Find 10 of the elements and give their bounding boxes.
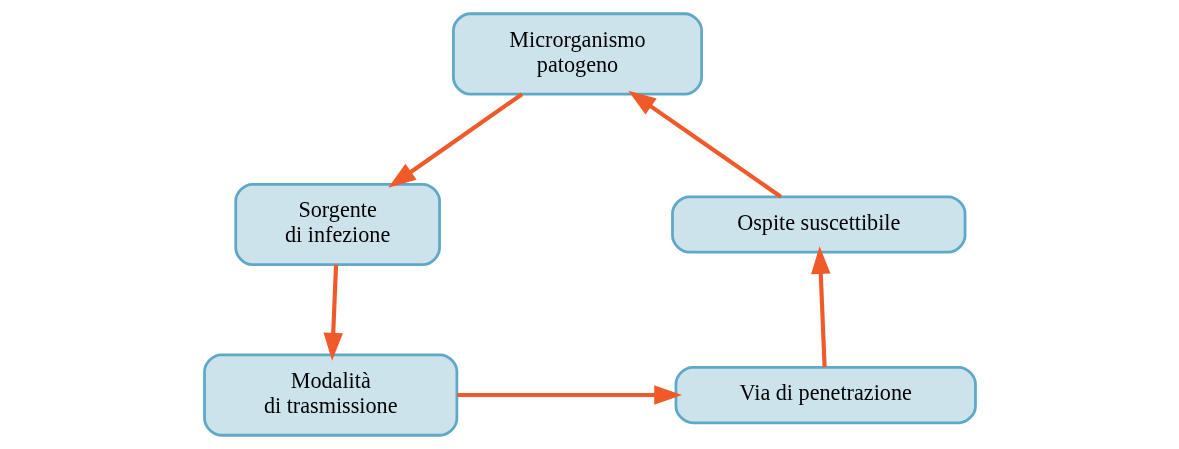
node-box: Via di penetrazione — [674, 365, 977, 425]
node-box: Ospite suscettibile — [670, 195, 966, 254]
node-box: Modalità di trasmissione — [202, 353, 458, 437]
arrow — [387, 92, 523, 188]
node-box: Sorgente di infezione — [233, 182, 441, 267]
node-box: Microrganismo patogeno — [451, 12, 703, 96]
arrow — [627, 90, 782, 199]
arrow — [810, 246, 830, 368]
arrow — [456, 385, 682, 405]
arrow — [323, 264, 343, 361]
